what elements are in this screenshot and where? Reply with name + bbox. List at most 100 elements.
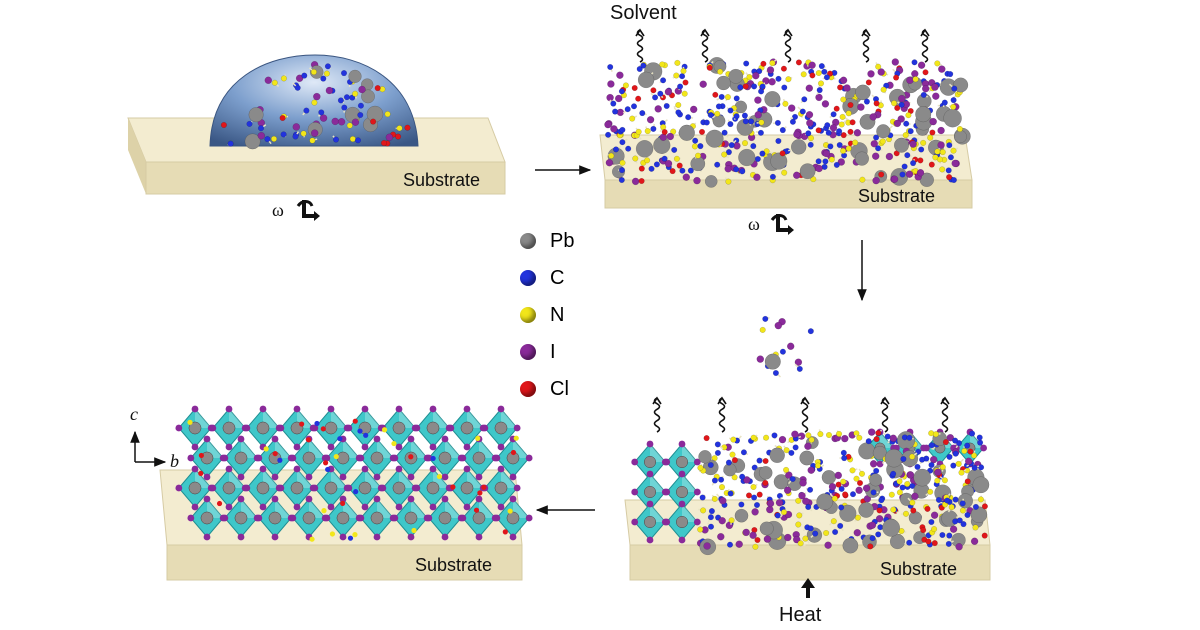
n-atom [608, 152, 615, 159]
c-atom [945, 167, 952, 174]
pb-atom [438, 451, 452, 465]
cl-atom [856, 479, 864, 487]
c-atom [946, 453, 953, 460]
i-atom [305, 495, 313, 503]
c-atom [875, 531, 882, 538]
n-atom [959, 507, 966, 514]
c-atom [648, 165, 655, 172]
c-atom [849, 491, 857, 498]
vapor-squiggle [801, 397, 809, 433]
vapor-arrowhead [783, 28, 793, 37]
pb-atom [957, 493, 974, 509]
pb-atom [200, 511, 214, 525]
c-atom [779, 127, 786, 134]
c-atom [878, 497, 885, 504]
i-atom [255, 454, 263, 462]
c-atom [899, 171, 906, 178]
n-atom [717, 68, 724, 75]
cl-atom [826, 70, 834, 77]
n-atom [825, 431, 833, 439]
n-atom [718, 484, 726, 491]
i-atom [808, 61, 816, 69]
i-atom [807, 466, 815, 474]
vapor-squiggle [921, 29, 929, 63]
cl-atom [917, 157, 924, 164]
c-atom [718, 93, 725, 100]
n-atom [187, 419, 193, 425]
droplet-molecules [220, 60, 411, 150]
pb-atom [222, 481, 236, 495]
pb-atom [678, 124, 695, 141]
n-atom-icon [520, 307, 536, 323]
i-atom [361, 405, 369, 413]
c-atom [707, 111, 714, 119]
c-atom [343, 94, 350, 101]
c-atom [833, 161, 840, 168]
c-atom [978, 464, 985, 471]
pb-atom [460, 481, 474, 495]
i-atom [877, 68, 885, 76]
vapor-arrowhead [861, 28, 871, 37]
n-atom [845, 110, 852, 117]
i-atom [699, 80, 707, 88]
i-atom [917, 61, 926, 69]
c-atom [618, 167, 626, 174]
pb-atom [643, 485, 657, 499]
pb-atom [248, 107, 264, 123]
cl-atom [745, 492, 753, 499]
c-atom [728, 142, 735, 149]
n-atom [741, 140, 749, 147]
n-atom [300, 130, 307, 137]
c-atom [714, 441, 721, 448]
c-atom [976, 434, 983, 441]
c-atom [340, 70, 348, 77]
c-atom [619, 126, 626, 133]
n-atom [700, 507, 707, 514]
pb-atom [506, 511, 520, 525]
n-atom [381, 427, 388, 433]
i-atom [951, 159, 959, 168]
i-atom [693, 458, 701, 466]
i-atom [331, 117, 339, 126]
n-atom [769, 60, 776, 67]
c-atom [742, 118, 749, 125]
c-atom [836, 128, 843, 135]
n-atom [934, 477, 941, 484]
n-atom [436, 473, 443, 480]
c-atom [653, 161, 660, 168]
i-atom [475, 473, 483, 481]
i-atom [509, 495, 517, 503]
substrate-label-panel3: Substrate [880, 559, 958, 579]
i-atom [754, 111, 762, 119]
cl-atom [380, 139, 388, 147]
i-atom [898, 94, 906, 103]
i-atom [225, 443, 233, 451]
n-atom [838, 121, 845, 128]
c-atom [870, 489, 877, 496]
i-atom [870, 139, 879, 148]
i-atom [784, 533, 792, 542]
n-atom [783, 466, 790, 473]
substrate-label-panel4: Substrate [415, 555, 493, 575]
pb-atom [460, 421, 474, 435]
i-atom [876, 460, 884, 468]
cl-atom [322, 460, 329, 466]
pb-atom [896, 431, 916, 450]
i-atom [337, 118, 346, 126]
cl-atom [815, 127, 822, 134]
i-atom [906, 76, 914, 85]
n-atom [691, 143, 698, 150]
pb-atom [764, 90, 781, 108]
c-atom [612, 146, 620, 153]
n-atom [513, 435, 519, 441]
i-atom [931, 83, 939, 91]
c-atom [753, 501, 761, 509]
cl-atom [847, 101, 854, 109]
cl-atom [220, 121, 227, 129]
n-atom [780, 509, 788, 516]
pb-atom [704, 175, 718, 188]
pb-atom [854, 151, 870, 166]
c-atom [875, 145, 882, 152]
c-atom [280, 131, 287, 138]
heat-arrow-icon [801, 578, 815, 598]
